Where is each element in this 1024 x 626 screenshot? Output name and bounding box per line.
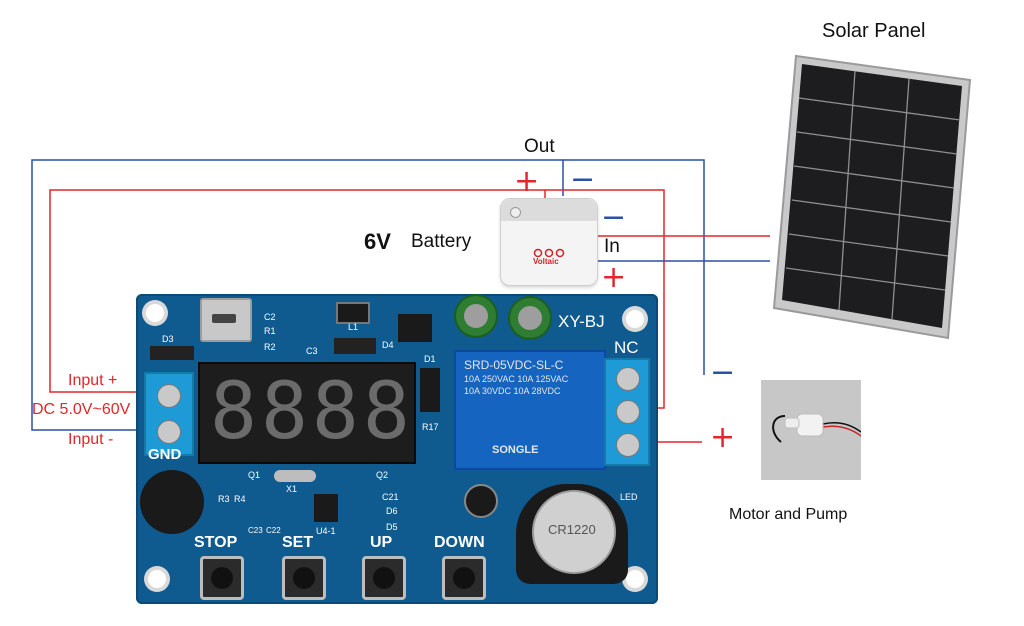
comp-label-c22: C22 bbox=[266, 526, 281, 535]
buzzer bbox=[140, 470, 204, 534]
wire-blue-outer bbox=[31, 159, 564, 431]
inductor bbox=[336, 302, 370, 324]
ic-u4 bbox=[314, 494, 338, 522]
voltaic-logo-icon bbox=[533, 245, 565, 258]
terminal-screw-no bbox=[616, 433, 640, 457]
relay: SRD-05VDC-SL-C 10A 250VAC 10A 125VAC 10A… bbox=[454, 350, 606, 470]
comp-label-d3: D3 bbox=[162, 334, 174, 344]
battery-out-minus-sign: − bbox=[570, 162, 596, 197]
mount-hole-tr bbox=[626, 310, 644, 328]
battery-label: Battery bbox=[411, 231, 472, 252]
mount-hole-bl bbox=[148, 570, 166, 588]
battery-pack: Voltaic bbox=[500, 198, 598, 286]
comp-label-d1: D1 bbox=[424, 354, 436, 364]
coin-cell-holder: CR1220 bbox=[516, 484, 628, 584]
input-minus-label: Input - bbox=[68, 431, 114, 448]
comp-label-r3: R3 bbox=[218, 494, 230, 504]
solar-panel-image bbox=[772, 54, 972, 340]
stop-button[interactable] bbox=[200, 556, 244, 600]
comp-label-r17: R17 bbox=[422, 422, 439, 432]
power-button-icon bbox=[510, 207, 521, 218]
input-range-label: DC 5.0V~60V bbox=[32, 401, 131, 418]
controller-board: XY-BJ 8888 SRD-05VDC-SL-C 10A 250VAC 10A… bbox=[136, 294, 658, 604]
capacitor-2-top bbox=[518, 306, 542, 330]
comp-label-c21: C21 bbox=[382, 492, 399, 502]
battery-top-strip bbox=[501, 199, 597, 221]
motor-pump-label: Motor and Pump bbox=[729, 506, 848, 523]
capacitor-2 bbox=[508, 296, 552, 340]
comp-label-led: LED bbox=[620, 492, 638, 502]
gnd-label: GND bbox=[148, 446, 182, 463]
battery-voltage: 6V bbox=[364, 229, 391, 254]
battery-brand: Voltaic bbox=[533, 257, 559, 266]
comp-label-q1: Q1 bbox=[248, 470, 261, 480]
out-label: Out bbox=[524, 136, 555, 157]
display-digits: 8888 bbox=[210, 367, 414, 457]
relay-rating-1: 10A 250VAC 10A 125VAC bbox=[464, 374, 569, 384]
nc-label: NC bbox=[614, 338, 639, 357]
comp-label-r1: R1 bbox=[264, 326, 276, 336]
terminal-screw-plus bbox=[157, 384, 181, 408]
solar-panel-title: Solar Panel bbox=[822, 20, 926, 42]
terminal-screw-nc bbox=[616, 367, 640, 391]
comp-label-u4: U4-1 bbox=[316, 526, 336, 536]
motor-plus-sign: + bbox=[710, 420, 736, 455]
input-plus-label: Input + bbox=[68, 372, 118, 389]
mount-hole-tl bbox=[146, 304, 164, 322]
relay-rating-2: 10A 30VDC 10A 28VDC bbox=[464, 386, 561, 396]
comp-label-d6: D6 bbox=[386, 506, 398, 516]
comp-label-x1: X1 bbox=[286, 484, 298, 494]
terminal-screw-com bbox=[616, 400, 640, 424]
in-label: In bbox=[604, 236, 620, 257]
battery-in-plus-sign: + bbox=[601, 260, 627, 295]
set-button[interactable] bbox=[282, 556, 326, 600]
motor-pump-photo bbox=[761, 380, 862, 480]
comp-label-d5: D5 bbox=[386, 522, 398, 532]
comp-label-l1: L1 bbox=[348, 322, 359, 332]
comp-label-c2: C2 bbox=[264, 312, 276, 322]
diode-ss bbox=[334, 338, 376, 354]
battery-out-plus-sign: + bbox=[514, 164, 540, 199]
capacitor-1-top bbox=[464, 304, 488, 328]
input-terminal-block bbox=[144, 372, 194, 456]
up-button-cap bbox=[373, 567, 395, 589]
coin-cell-label: CR1220 bbox=[548, 522, 596, 537]
capacitor-1 bbox=[454, 294, 498, 338]
button-label-up: UP bbox=[370, 534, 393, 551]
mount-hole-br bbox=[626, 570, 644, 588]
ic-chip bbox=[398, 314, 432, 342]
electrolytic-cap bbox=[464, 484, 498, 518]
set-button-cap bbox=[293, 567, 315, 589]
button-label-set: SET bbox=[282, 534, 314, 551]
comp-label-r4: R4 bbox=[234, 494, 246, 504]
usb-slot bbox=[212, 314, 236, 323]
wire-red-outer bbox=[49, 189, 546, 393]
relay-brand: SONGLE bbox=[492, 444, 539, 456]
comp-label-c23: C23 bbox=[248, 526, 263, 535]
comp-label-d4: D4 bbox=[382, 340, 394, 350]
button-label-down: DOWN bbox=[434, 534, 485, 551]
board-model: XY-BJ bbox=[558, 312, 605, 331]
terminal-screw-minus bbox=[157, 420, 181, 444]
wire-blue-right bbox=[563, 159, 705, 375]
comp-label-c3: C3 bbox=[306, 346, 318, 356]
seven-segment-display: 8888 bbox=[198, 362, 416, 464]
diode-d1 bbox=[420, 368, 440, 412]
down-button[interactable] bbox=[442, 556, 486, 600]
motor-minus-sign: − bbox=[710, 355, 736, 390]
micro-usb-port bbox=[200, 298, 252, 342]
stop-button-cap bbox=[211, 567, 233, 589]
output-terminal-block bbox=[604, 358, 650, 466]
up-button[interactable] bbox=[362, 556, 406, 600]
button-label-stop: STOP bbox=[194, 534, 238, 551]
comp-label-r2: R2 bbox=[264, 342, 276, 352]
comp-label-q2: Q2 bbox=[376, 470, 389, 480]
relay-model: SRD-05VDC-SL-C bbox=[464, 358, 564, 372]
coin-cell: CR1220 bbox=[532, 490, 616, 574]
crystal-x1 bbox=[274, 470, 316, 482]
battery-in-minus-sign: − bbox=[601, 200, 627, 235]
diode-d3 bbox=[150, 346, 194, 360]
down-button-cap bbox=[453, 567, 475, 589]
